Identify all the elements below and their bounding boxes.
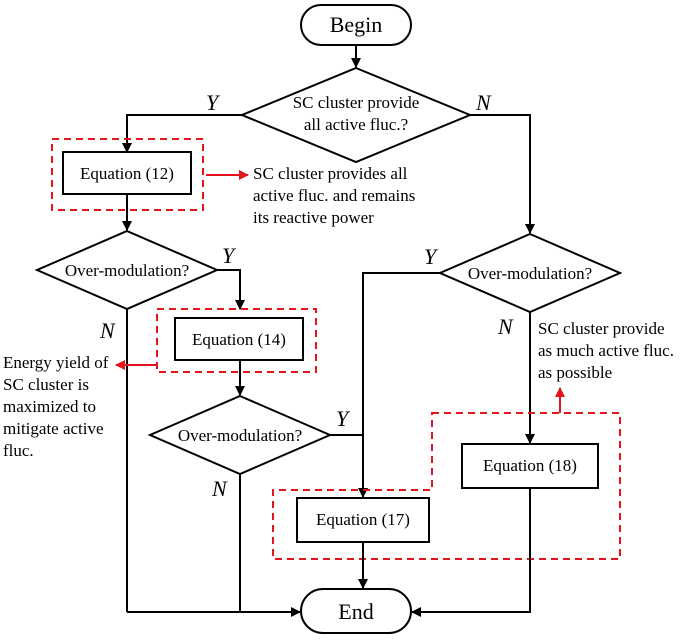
- eq12-highlight: [51, 138, 204, 211]
- decision-top-line-2: all active fluc.?: [304, 115, 408, 134]
- eq12-note-line-2: active fluc. and remains: [253, 186, 415, 205]
- decision-right-label: Over-modulation?: [468, 264, 592, 283]
- arrow-top-no: [470, 114, 535, 234]
- eq14-box: Equation (14): [174, 317, 304, 361]
- eq18-note-line-2: as much active fluc.: [538, 341, 674, 360]
- eq18-box: Equation (18): [461, 443, 599, 489]
- eq12-note-line-1: SC cluster provides all: [253, 164, 408, 183]
- eq12-label: Equation (12): [80, 164, 174, 183]
- eq17-box: Equation (17): [296, 497, 430, 543]
- decision-top: SC cluster provide all active fluc.?: [239, 66, 473, 164]
- eq14-note-line-3: maximized to: [3, 397, 96, 416]
- arrow-eq18-to-end: [411, 488, 531, 617]
- eq14-note-line-5: fluc.: [3, 441, 34, 460]
- eq18-label: Equation (18): [483, 456, 577, 475]
- decision-left-label: Over-modulation?: [65, 261, 189, 280]
- end-terminal: End: [300, 588, 412, 634]
- eq17-label: Equation (17): [316, 510, 410, 529]
- label-left-no: N: [99, 318, 116, 343]
- label-right-no: N: [497, 314, 514, 339]
- eq14-label: Equation (14): [192, 330, 286, 349]
- arrow-top-yes: [122, 114, 242, 153]
- decision-middle: Over-modulation?: [147, 394, 333, 476]
- label-middle-yes: Y: [336, 406, 351, 431]
- eq14-note: Energy yield of SC cluster is maximized …: [3, 353, 109, 460]
- eq12-note: SC cluster provides all active fluc. and…: [253, 164, 415, 227]
- eq14-note-line-2: SC cluster is: [3, 375, 89, 394]
- decision-right: Over-modulation?: [437, 232, 623, 314]
- label-middle-no: N: [211, 476, 228, 501]
- arrow-right-yes: [358, 272, 440, 498]
- begin-terminal: Begin: [300, 4, 412, 46]
- eq14-note-line-1: Energy yield of: [3, 353, 109, 372]
- eq12-note-line-3: its reactive power: [253, 208, 374, 227]
- eq12-box: Equation (12): [62, 151, 192, 195]
- begin-label: Begin: [330, 12, 383, 37]
- decision-middle-label: Over-modulation?: [178, 426, 302, 445]
- eq14-highlight: [156, 308, 317, 373]
- decision-left: Over-modulation?: [34, 229, 220, 311]
- eq18-note-line-1: SC cluster provide: [538, 319, 665, 338]
- arrow-left-yes: [217, 269, 245, 310]
- decision-top-line-1: SC cluster provide: [293, 93, 420, 112]
- label-left-yes: Y: [222, 243, 237, 268]
- end-label: End: [338, 599, 373, 624]
- label-top-yes: Y: [206, 90, 221, 115]
- eq18-note: SC cluster provide as much active fluc. …: [538, 319, 674, 382]
- eq14-note-line-4: mitigate active: [3, 419, 104, 438]
- eq18-note-line-3: as possible: [538, 363, 612, 382]
- label-top-no: N: [475, 90, 492, 115]
- label-right-yes: Y: [424, 244, 439, 269]
